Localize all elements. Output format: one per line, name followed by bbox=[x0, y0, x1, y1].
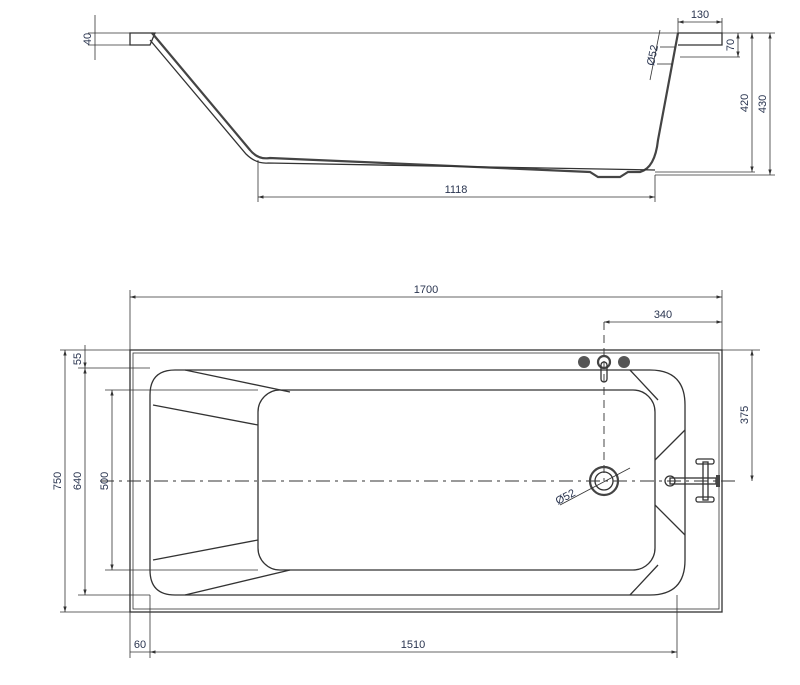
basin-contour bbox=[149, 369, 686, 596]
basin-floor bbox=[257, 389, 656, 571]
dim-overflow-diameter: Ø52 bbox=[645, 44, 661, 67]
overflow-handle-icon bbox=[664, 458, 720, 503]
dim-40: 40 bbox=[82, 33, 94, 45]
dim-640: 640 bbox=[72, 472, 84, 490]
left-rim bbox=[129, 32, 156, 46]
dim-375: 375 bbox=[739, 406, 751, 424]
faucet-icon bbox=[578, 354, 630, 383]
drain-icon bbox=[588, 465, 620, 497]
tub-section-inner bbox=[149, 39, 656, 171]
dim-drain-diameter: Ø52 bbox=[554, 487, 578, 507]
dim-1118: 1118 bbox=[445, 184, 468, 196]
dim-60: 60 bbox=[134, 639, 146, 651]
dim-1510: 1510 bbox=[401, 639, 425, 651]
right-rim bbox=[678, 32, 723, 46]
dim-420: 420 bbox=[739, 94, 751, 112]
tub-section-outline bbox=[151, 32, 680, 179]
dim-750: 750 bbox=[52, 472, 64, 490]
plan-view: Ø52 1700 340 375 55 bbox=[52, 284, 760, 658]
dim-500: 500 bbox=[99, 472, 111, 490]
dim-430: 430 bbox=[757, 95, 769, 113]
dim-130: 130 bbox=[691, 9, 709, 21]
dim-1700: 1700 bbox=[414, 284, 438, 296]
dim-55: 55 bbox=[72, 353, 84, 365]
side-section-view: 40 130 70 Ø52 420 430 1118 bbox=[82, 9, 775, 202]
dim-70: 70 bbox=[725, 39, 737, 51]
dim-340: 340 bbox=[654, 309, 672, 321]
